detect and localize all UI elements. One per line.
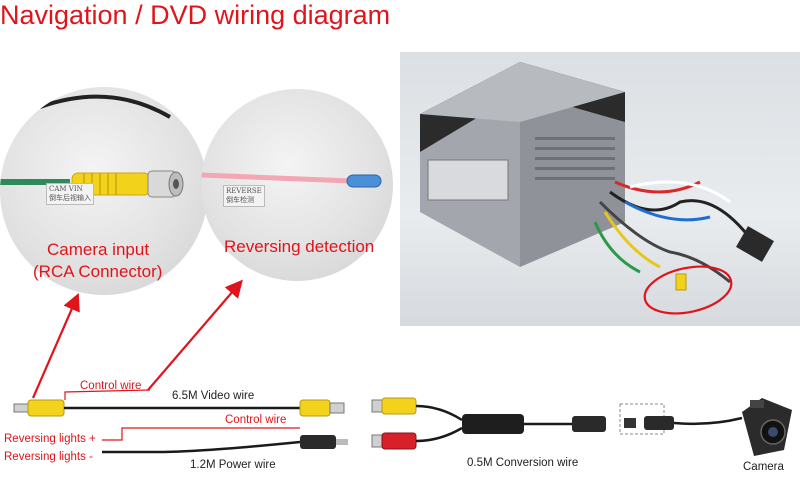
reverse-wire-illustration [201,172,382,188]
conversion-red-plug [381,432,417,450]
highlight-ring [643,265,733,315]
power-connector [300,435,336,449]
reversing-detection-label: Reversing detection [224,237,375,256]
camera-input-label: Camera input [47,240,150,259]
reversing-detection-arrow [147,279,243,391]
camera-cable-connector [572,416,606,432]
camera-tag-line2: 倒车后视输入 [49,194,91,202]
rca-plug-right [299,399,331,417]
page-title: Navigation / DVD wiring diagram [0,0,391,30]
camera-tag-line1: CAM VIN [49,185,83,193]
head-unit-photo [400,52,800,326]
control-wire-top-label: Control wire [80,380,142,392]
camera-input-arrow [31,292,80,399]
camera-input-zoom-circle: CAM VIN 倒车后视输入 [0,87,208,295]
camera-label: Camera [743,461,784,473]
reverse-tag-line2: 倒车检测 [226,196,254,204]
reversing-detection-zoom-circle: REVERSE 倒车检测 [201,89,393,281]
reversing-lights-minus-label: Reversing lights - [4,451,93,463]
control-wire-mid-label: Control wire [225,414,287,426]
video-wire-label: 6.5M Video wire [172,390,255,402]
conversion-yellow-plug [381,397,417,415]
conversion-wire-label: 0.5M Conversion wire [467,457,579,469]
reverse-tag-line1: REVERSE [226,187,262,195]
rca-plug-left [27,399,65,417]
power-wire-label: 1.2M Power wire [190,459,276,471]
rca-connector-label: (RCA Connector) [33,262,163,281]
head-unit-illustration [420,62,774,315]
camera-icon [742,398,792,456]
conversion-splitter [462,414,524,434]
reversing-lights-plus-label: Reversing lights + [4,433,96,445]
